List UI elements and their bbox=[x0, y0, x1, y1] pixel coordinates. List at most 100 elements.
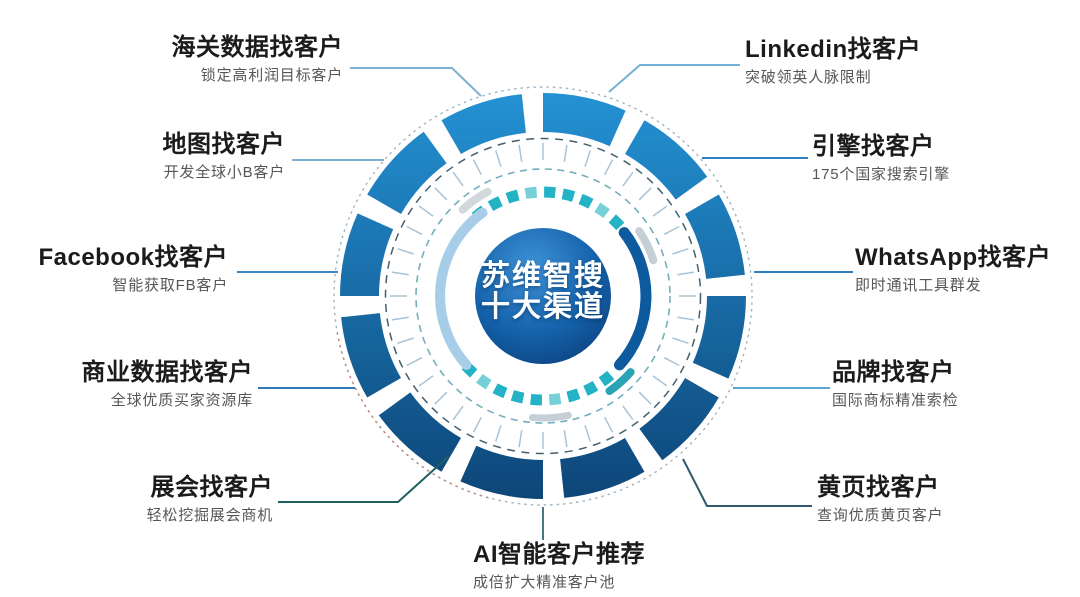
ring-tick bbox=[452, 171, 464, 187]
ring-segment bbox=[367, 131, 447, 214]
cyan-dash bbox=[492, 383, 508, 399]
channel-search-engine: 引擎找客户 175个国家搜索引擎 bbox=[812, 133, 951, 184]
ring-tick bbox=[604, 416, 614, 433]
cyan-dash bbox=[476, 373, 492, 390]
silver-accent-arc-right bbox=[635, 227, 658, 265]
ring-tick bbox=[638, 187, 652, 201]
ring-segment bbox=[341, 313, 401, 398]
center-title-line2: 十大渠道 bbox=[480, 291, 605, 324]
ring-tick bbox=[672, 247, 689, 255]
channel-search-engine-title: 引擎找客户 bbox=[812, 133, 935, 160]
ring-segment bbox=[460, 445, 543, 499]
outer-dotted-ring bbox=[333, 86, 753, 506]
ring-tick bbox=[391, 271, 409, 276]
ring-segment bbox=[378, 392, 461, 472]
channel-search-engine-subtitle: 175个国家搜索引擎 bbox=[812, 166, 951, 184]
cyan-dash bbox=[594, 202, 610, 219]
ring-segment bbox=[560, 438, 645, 498]
ring-tick bbox=[672, 337, 689, 345]
inner-arc-light bbox=[435, 207, 488, 370]
channel-ai-recommend: AI智能客户推荐 成倍扩大精准客户池 bbox=[473, 541, 645, 592]
channel-ai-recommend-subtitle: 成倍扩大精准客户池 bbox=[473, 574, 616, 592]
channel-exhibition-title: 展会找客户 bbox=[150, 474, 273, 501]
ring-tick bbox=[518, 430, 523, 448]
channel-linkedin: Linkedin找客户 突破领英人脉限制 bbox=[745, 36, 922, 87]
ring-tick bbox=[622, 405, 634, 421]
ring-tick bbox=[406, 225, 423, 235]
cyan-dash bbox=[566, 388, 581, 403]
ring-segment bbox=[543, 93, 626, 147]
ring-tick bbox=[406, 357, 423, 367]
dashed-ring-inner bbox=[415, 168, 671, 424]
channel-ai-recommend-title: AI智能客户推荐 bbox=[473, 541, 645, 568]
ring-tick bbox=[622, 171, 634, 187]
outer-dotted-ring-accent bbox=[336, 332, 493, 500]
center-title: 苏维智搜 十大渠道 bbox=[433, 260, 653, 324]
channel-business-data-title: 商业数据找客户 bbox=[81, 359, 253, 386]
channel-linkedin-title: Linkedin找客户 bbox=[745, 36, 922, 63]
ring-tick bbox=[518, 144, 523, 162]
ring-tick bbox=[452, 405, 464, 421]
cyan-dash bbox=[583, 381, 599, 396]
channel-brand-title: 品牌找客户 bbox=[832, 359, 955, 386]
channel-map-subtitle: 开发全球小B客户 bbox=[163, 164, 285, 182]
ring-tick bbox=[677, 316, 695, 321]
channel-customs-data: 海关数据找客户 锁定高利润目标客户 bbox=[172, 34, 344, 85]
cyan-dash bbox=[578, 193, 594, 209]
channel-brand: 品牌找客户 国际商标精准索检 bbox=[832, 359, 959, 410]
cyan-dash bbox=[530, 393, 543, 406]
silver-accent-arc-upper-left bbox=[458, 187, 492, 214]
channel-linkedin-subtitle: 突破领英人脉限制 bbox=[745, 69, 872, 87]
channel-yellow-pages: 黄页找客户 查询优质黄页客户 bbox=[817, 474, 943, 525]
ring-segment bbox=[692, 296, 746, 379]
ring-tick bbox=[494, 425, 502, 442]
ring-tick bbox=[418, 375, 434, 387]
inner-arc-dark bbox=[614, 227, 652, 371]
channel-map-title: 地图找客户 bbox=[162, 131, 285, 158]
connector-exhibition bbox=[278, 455, 450, 503]
ring-tick bbox=[584, 150, 592, 167]
channel-facebook-subtitle: 智能获取FB客户 bbox=[112, 277, 228, 295]
ring-tick bbox=[391, 316, 409, 321]
cyan-dash bbox=[510, 390, 525, 404]
outer-segment-ring bbox=[340, 93, 746, 499]
ring-tick bbox=[472, 416, 482, 433]
cyan-dash bbox=[543, 186, 556, 199]
ring-tick bbox=[434, 187, 448, 201]
ring-tick bbox=[652, 375, 668, 387]
channel-facebook-title: Facebook找客户 bbox=[38, 244, 228, 271]
ring-tick bbox=[418, 205, 434, 217]
cyan-dash bbox=[608, 214, 625, 231]
channel-whatsapp-title: WhatsApp找客户 bbox=[855, 244, 1052, 271]
channel-business-data-subtitle: 全球优质买家资源库 bbox=[110, 392, 253, 410]
cyan-dash bbox=[548, 393, 562, 406]
cyan-dash bbox=[487, 196, 503, 211]
cyan-dash-ring bbox=[461, 186, 625, 406]
center-sphere bbox=[475, 228, 611, 364]
ring-tick bbox=[434, 391, 448, 405]
ring-tick bbox=[397, 337, 414, 345]
channel-whatsapp-subtitle: 即时通讯工具群发 bbox=[855, 277, 982, 295]
connector-yellow-pages bbox=[682, 458, 812, 507]
ring-segment bbox=[625, 120, 708, 200]
channel-yellow-pages-title: 黄页找客户 bbox=[817, 474, 940, 501]
channel-facebook: Facebook找客户 智能获取FB客户 bbox=[38, 244, 228, 295]
silver-accent-arc-bottom bbox=[528, 411, 572, 422]
cyan-dash bbox=[598, 370, 615, 387]
ring-tick bbox=[472, 159, 482, 176]
channel-map: 地图找客户 开发全球小B客户 bbox=[162, 131, 286, 182]
ring-segment bbox=[685, 194, 745, 279]
ring-tick bbox=[677, 271, 695, 276]
channel-business-data: 商业数据找客户 全球优质买家资源库 bbox=[81, 359, 254, 410]
dashed-ring-outer bbox=[384, 137, 702, 455]
ring-tick bbox=[397, 247, 414, 255]
ring-tick bbox=[663, 225, 680, 235]
ring-segment bbox=[340, 213, 394, 296]
cyan-dash bbox=[561, 188, 576, 202]
ring-tick bbox=[638, 391, 652, 405]
channel-brand-subtitle: 国际商标精准索检 bbox=[832, 392, 959, 410]
ring-tick bbox=[563, 144, 568, 162]
ring-tick bbox=[652, 205, 668, 217]
